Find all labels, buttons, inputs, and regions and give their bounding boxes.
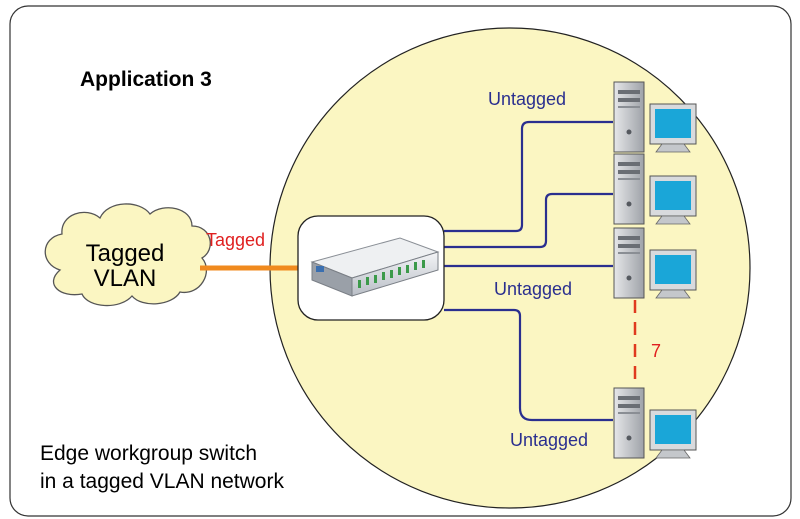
cloud-icon [44, 203, 211, 307]
pc-workstation-4 [613, 387, 697, 459]
monitor-icon [649, 409, 697, 459]
pc-tower-icon [613, 387, 645, 459]
diagram-title: Application 3 [80, 68, 212, 91]
untagged-links [444, 120, 613, 422]
cloud-label-line1: Tagged [86, 240, 165, 267]
monitor-icon [649, 249, 697, 299]
pc-workstation-1 [613, 81, 697, 153]
cloud-label-line2: VLAN [94, 265, 157, 292]
pc-workstation-2 [613, 153, 697, 225]
caption-line1: Edge workgroup switch [40, 442, 257, 465]
monitor-icon [649, 175, 697, 225]
port-label-top: Untagged [488, 89, 566, 109]
link-pc-4 [444, 308, 613, 422]
pc-tower-icon [613, 81, 645, 153]
count-label: 7 [651, 341, 661, 361]
monitor-icon [649, 103, 697, 153]
link-pc-1 [444, 120, 613, 233]
port-label-bottom: Untagged [510, 430, 588, 450]
caption-line2: in a tagged VLAN network [40, 470, 284, 493]
pc-workstation-3 [613, 227, 697, 299]
link-pc-2 [444, 192, 613, 249]
pc-tower-icon [613, 153, 645, 225]
switch-icon [297, 215, 445, 321]
pc-tower-icon [613, 227, 645, 299]
port-label-middle: Untagged [494, 279, 572, 299]
uplink-label: Tagged [206, 230, 265, 250]
